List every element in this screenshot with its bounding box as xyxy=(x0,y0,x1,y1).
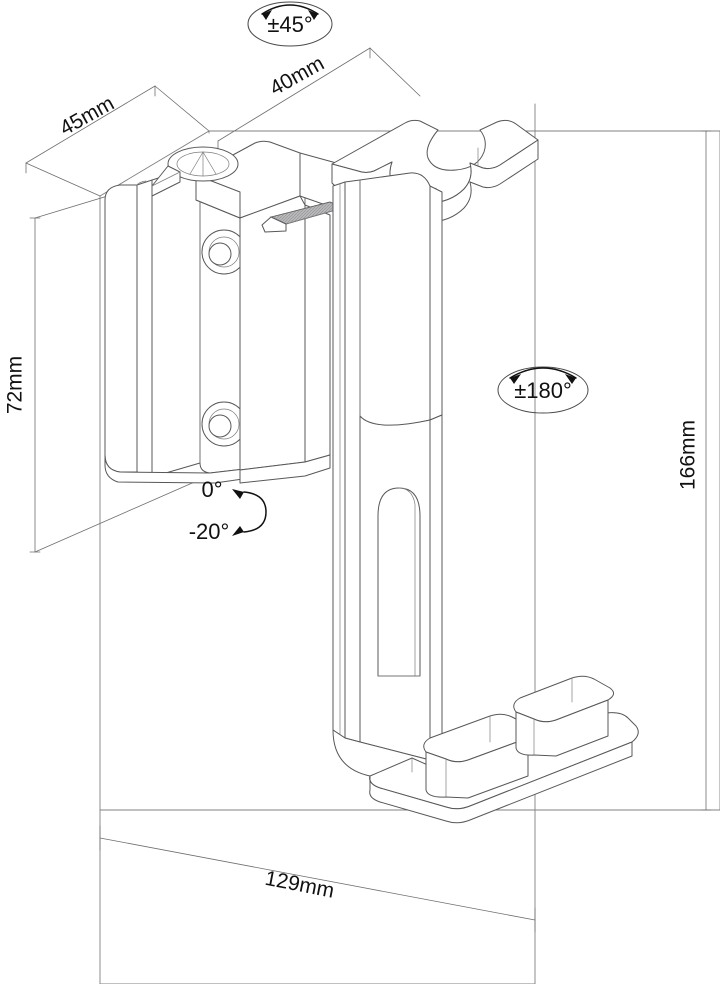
dim-label-166mm: 166mm xyxy=(677,420,700,490)
wall-surface xyxy=(99,103,720,984)
dim-label-129mm: 129mm xyxy=(263,867,336,903)
dim-label-72mm: 72mm xyxy=(4,356,27,414)
tilt-knob xyxy=(151,146,239,197)
angle-labels: ±45° ±180° 0° -20° xyxy=(189,12,572,544)
annotation-tilt xyxy=(232,489,267,536)
arm-slot xyxy=(377,487,421,677)
annotation-swivel-45 xyxy=(247,1,333,47)
annotation-rotate-180 xyxy=(497,366,589,414)
dim-label-45mm: 45mm xyxy=(56,92,118,140)
screw-hole-lower xyxy=(201,401,247,447)
dimension-lines xyxy=(25,47,712,933)
angle-label-swivel: ±45° xyxy=(267,12,312,37)
angle-label-tilt-up: 0° xyxy=(201,477,222,502)
angle-label-rotate: ±180° xyxy=(514,378,572,403)
base-pad-rear xyxy=(513,675,614,757)
angle-label-tilt-down: -20° xyxy=(189,519,230,544)
friction-pad xyxy=(261,201,345,233)
screw-hole-upper xyxy=(201,229,247,275)
